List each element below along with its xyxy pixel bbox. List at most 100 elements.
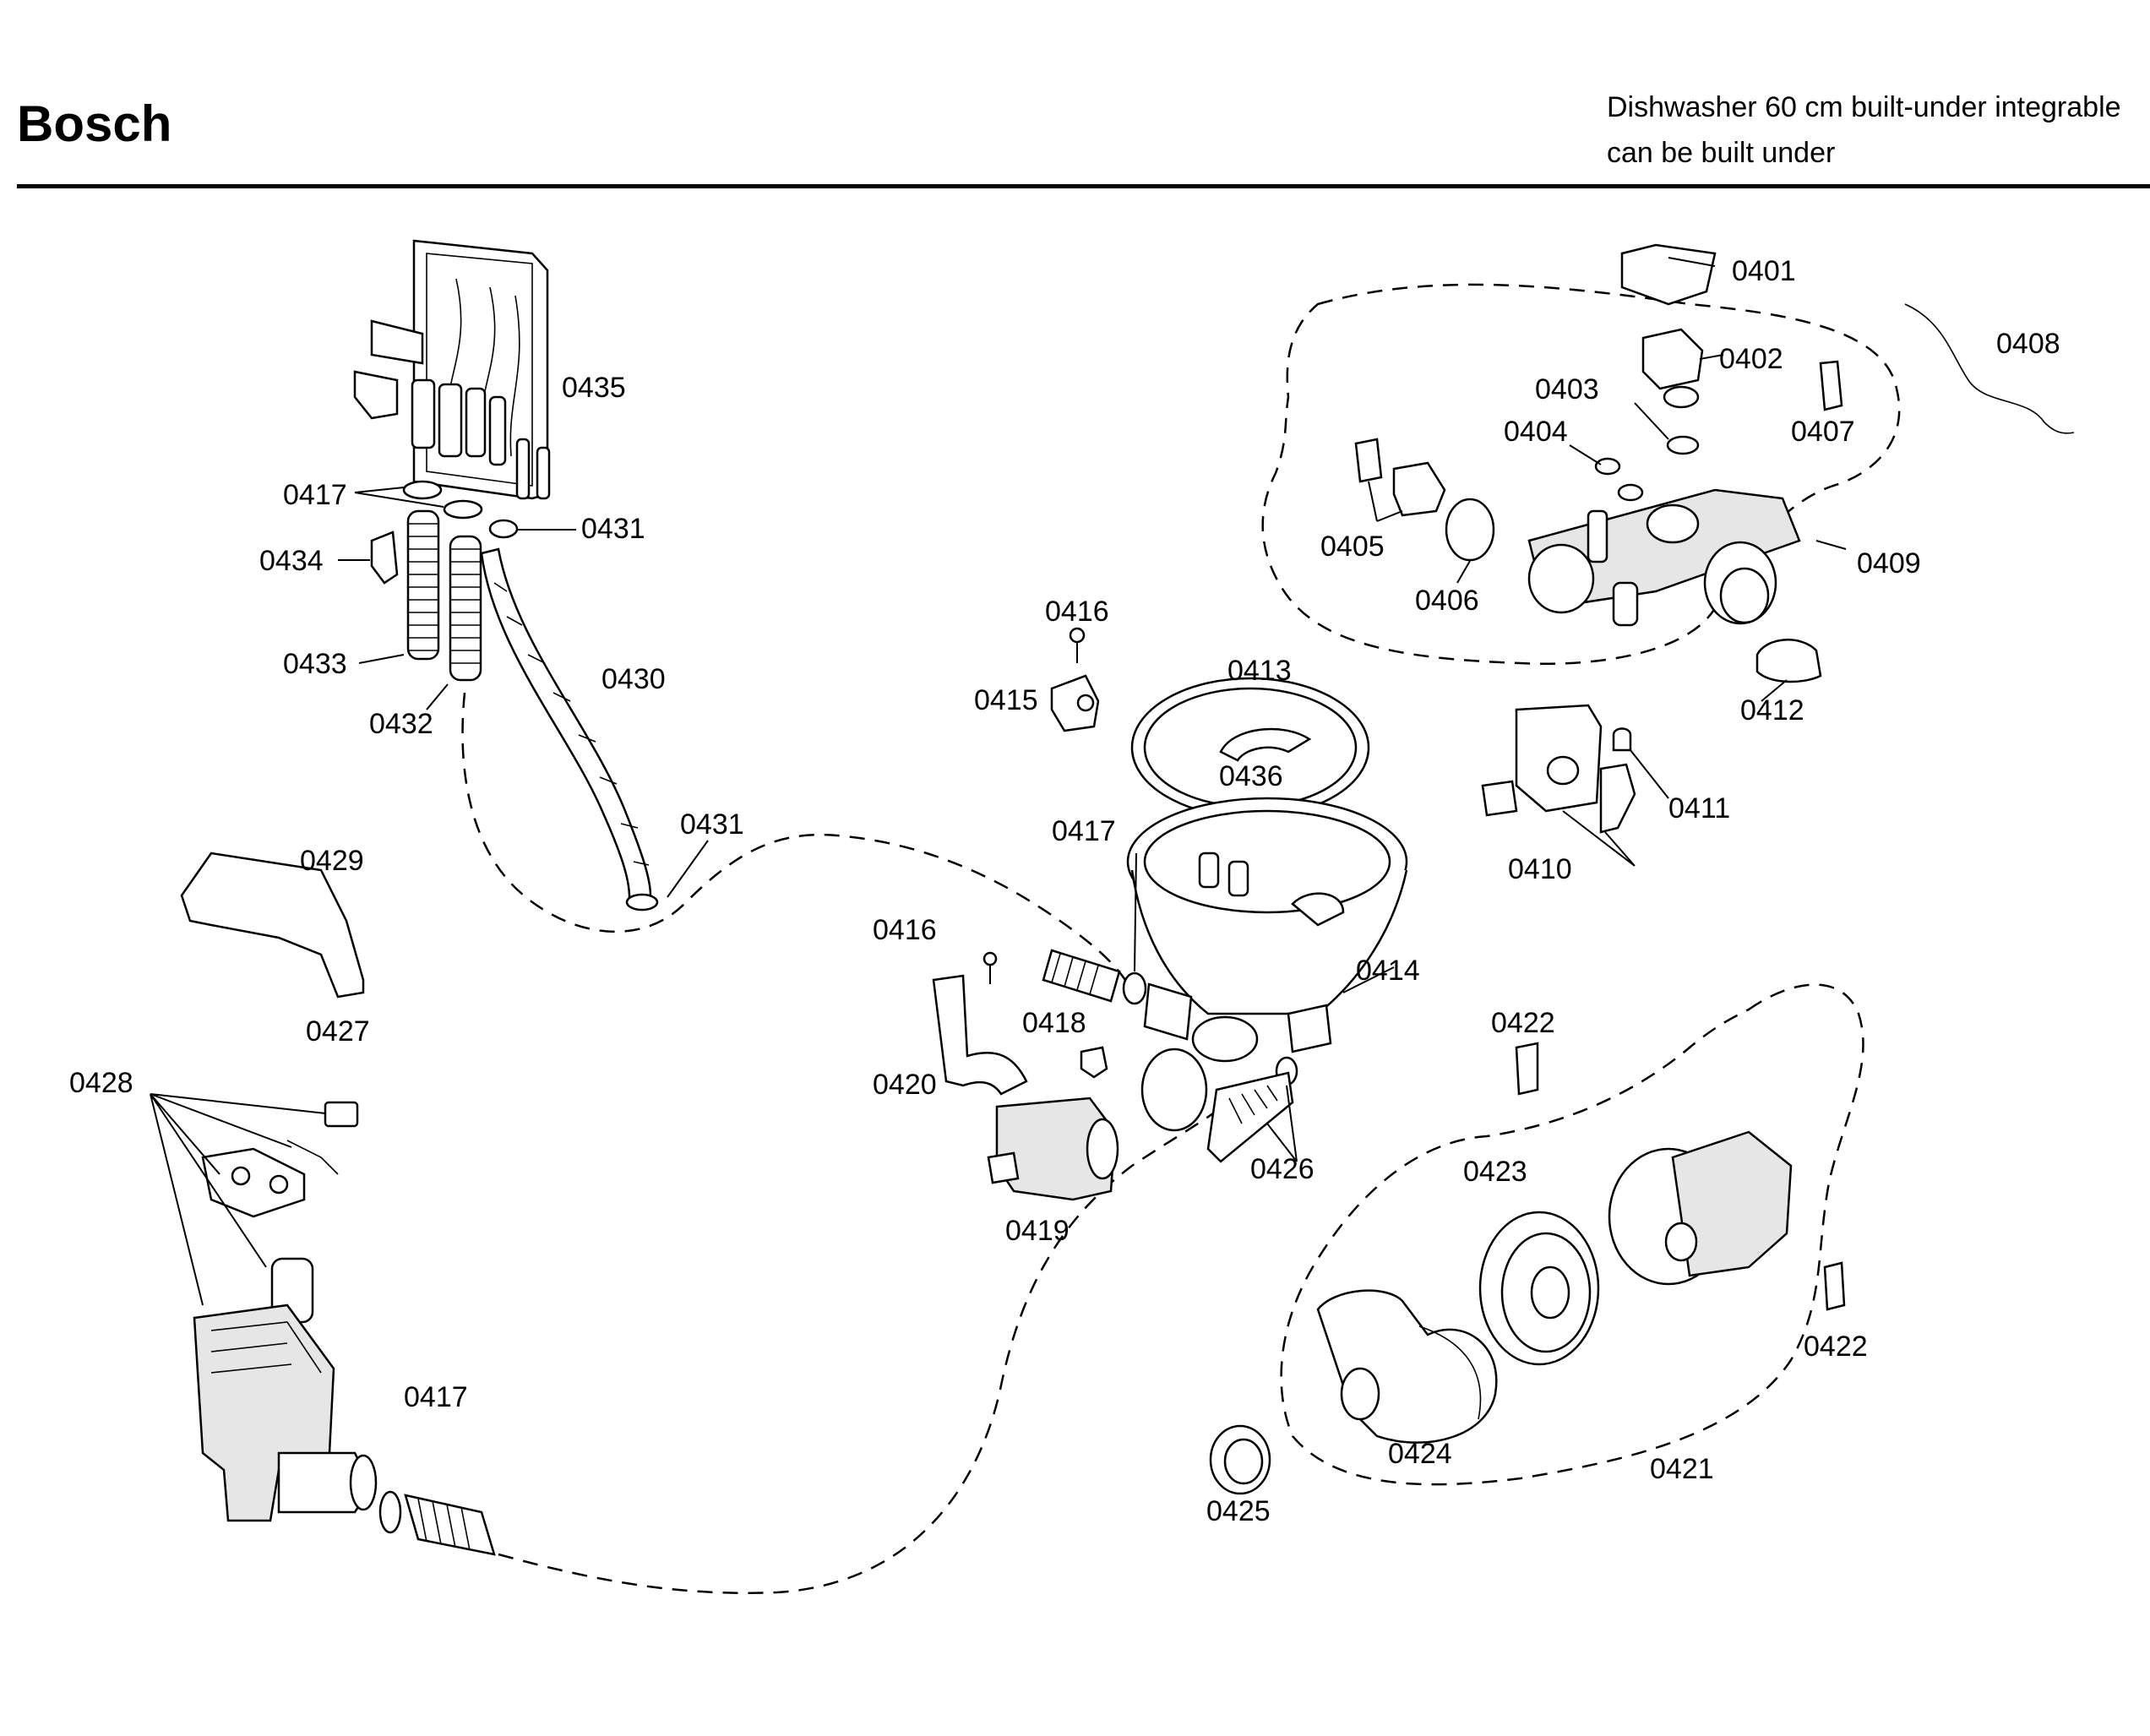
part-0427 xyxy=(324,1101,359,1128)
label-0431-a: 0431 xyxy=(581,513,645,545)
part-0408-wire xyxy=(1904,303,2075,434)
part-0405-switch xyxy=(1354,438,1446,517)
label-0416-b: 0416 xyxy=(873,914,937,946)
brand-title: Bosch xyxy=(17,95,172,152)
group-outline-0421 xyxy=(1280,983,1864,1486)
part-0425-seal xyxy=(1209,1424,1271,1495)
label-0426: 0426 xyxy=(1250,1153,1314,1185)
group-outline-0409 xyxy=(1261,283,1901,665)
label-0424: 0424 xyxy=(1388,1438,1452,1470)
label-0403: 0403 xyxy=(1535,373,1599,405)
part-0435-dispenser-panel xyxy=(353,239,551,500)
part-0409-heater-block xyxy=(1527,488,1801,627)
part-0416-screw-a xyxy=(1069,627,1086,663)
label-0425: 0425 xyxy=(1206,1495,1271,1527)
part-0428-valve-unit xyxy=(193,1303,378,1522)
label-0435: 0435 xyxy=(562,372,626,404)
label-0431-b: 0431 xyxy=(680,808,744,841)
part-0404-ring-a xyxy=(1594,457,1621,476)
part-0431-clip-top xyxy=(488,519,519,539)
part-0404-ring-b xyxy=(1617,483,1644,502)
part-0417-ring-sump xyxy=(1122,971,1147,1005)
part-0401-cover xyxy=(1620,243,1717,306)
part-0421-motor xyxy=(1608,1130,1793,1286)
label-0423: 0423 xyxy=(1463,1156,1527,1188)
part-0420-bracket xyxy=(932,974,1028,1096)
model-description-line-1: Dishwasher 60 cm built-under integrable xyxy=(1607,91,2121,123)
label-0413: 0413 xyxy=(1227,655,1292,687)
leader-0428 xyxy=(150,1093,326,1306)
part-0434-clip xyxy=(370,531,399,585)
part-0410-water-switch xyxy=(1481,704,1636,834)
label-0417-a: 0417 xyxy=(283,479,347,511)
label-0404: 0404 xyxy=(1504,416,1568,448)
label-0401: 0401 xyxy=(1732,255,1796,287)
part-0432-hose xyxy=(449,535,482,682)
part-0416-screw-b xyxy=(982,951,998,984)
label-0410: 0410 xyxy=(1508,853,1572,885)
label-0415: 0415 xyxy=(974,684,1038,716)
part-0436-filter-flap xyxy=(1219,727,1312,762)
part-0407-sensor xyxy=(1819,360,1843,411)
hose-path-bottom xyxy=(498,1089,1243,1595)
part-0426-hose xyxy=(1206,1071,1294,1163)
header-divider xyxy=(17,184,2150,188)
part-0428-assembly-parts xyxy=(201,1140,339,1324)
part-0412-clamp xyxy=(1755,639,1822,683)
label-0406: 0406 xyxy=(1415,585,1479,617)
part-0430-braided-hose xyxy=(480,547,652,899)
part-0414-sump xyxy=(1126,797,1408,1063)
hose-path-top xyxy=(461,692,1134,993)
label-0402: 0402 xyxy=(1719,343,1783,375)
leader-lines xyxy=(338,257,1847,1162)
label-0412: 0412 xyxy=(1740,694,1804,727)
label-0428: 0428 xyxy=(69,1067,133,1099)
label-0421: 0421 xyxy=(1650,1453,1714,1485)
callout-labels: 0401 0402 0403 0404 0405 0406 0407 0408 … xyxy=(69,255,2060,1527)
label-0407: 0407 xyxy=(1791,416,1855,448)
label-0414: 0414 xyxy=(1356,955,1420,987)
label-0416-a: 0416 xyxy=(1045,596,1109,628)
model-description: Dishwasher 60 cm built-under integrable … xyxy=(1607,84,2121,176)
label-0417-c: 0417 xyxy=(404,1381,468,1413)
part-0403-ring xyxy=(1666,435,1700,455)
label-0411: 0411 xyxy=(1668,792,1730,824)
label-0420: 0420 xyxy=(873,1069,937,1101)
part-0433-hose xyxy=(406,509,440,661)
part-0417-ring-c xyxy=(378,1490,402,1534)
part-0423-impeller xyxy=(1478,1211,1600,1366)
label-0433: 0433 xyxy=(283,648,347,680)
part-0422-clip-a xyxy=(1515,1042,1539,1096)
label-0408: 0408 xyxy=(1996,328,2060,360)
model-description-line-2: can be built under xyxy=(1607,137,1836,169)
label-0427: 0427 xyxy=(306,1015,370,1048)
label-0422-a: 0422 xyxy=(1491,1007,1555,1039)
label-0409: 0409 xyxy=(1857,547,1921,580)
label-0422-b: 0422 xyxy=(1804,1331,1868,1363)
part-0402-valve xyxy=(1641,328,1704,409)
label-0417-b: 0417 xyxy=(1052,815,1116,847)
part-0419-drain-pump xyxy=(987,1097,1119,1201)
label-0432: 0432 xyxy=(369,708,433,740)
part-large-ring xyxy=(1140,1048,1208,1132)
part-0418 xyxy=(1080,1046,1108,1079)
label-0436: 0436 xyxy=(1219,760,1283,792)
label-0430: 0430 xyxy=(601,663,666,695)
part-0431-clip-bottom xyxy=(625,893,659,912)
part-hose-bottom-left xyxy=(404,1494,496,1556)
label-0434: 0434 xyxy=(259,545,324,577)
part-0411-sensor xyxy=(1612,727,1632,752)
part-0429-cover xyxy=(180,852,365,999)
label-0419: 0419 xyxy=(1005,1215,1070,1247)
part-0406-ring xyxy=(1445,498,1495,562)
part-0417-ring-a xyxy=(402,480,443,500)
part-0415-holder xyxy=(1050,674,1100,732)
part-0422-clip-b xyxy=(1823,1261,1846,1311)
label-0429: 0429 xyxy=(300,845,364,877)
part-0417-ring-b xyxy=(443,499,483,520)
part-0424-pump-housing xyxy=(1316,1289,1498,1444)
label-0418: 0418 xyxy=(1022,1007,1086,1039)
label-0405: 0405 xyxy=(1320,531,1385,563)
part-hose-0417-upper xyxy=(1042,949,1121,1003)
